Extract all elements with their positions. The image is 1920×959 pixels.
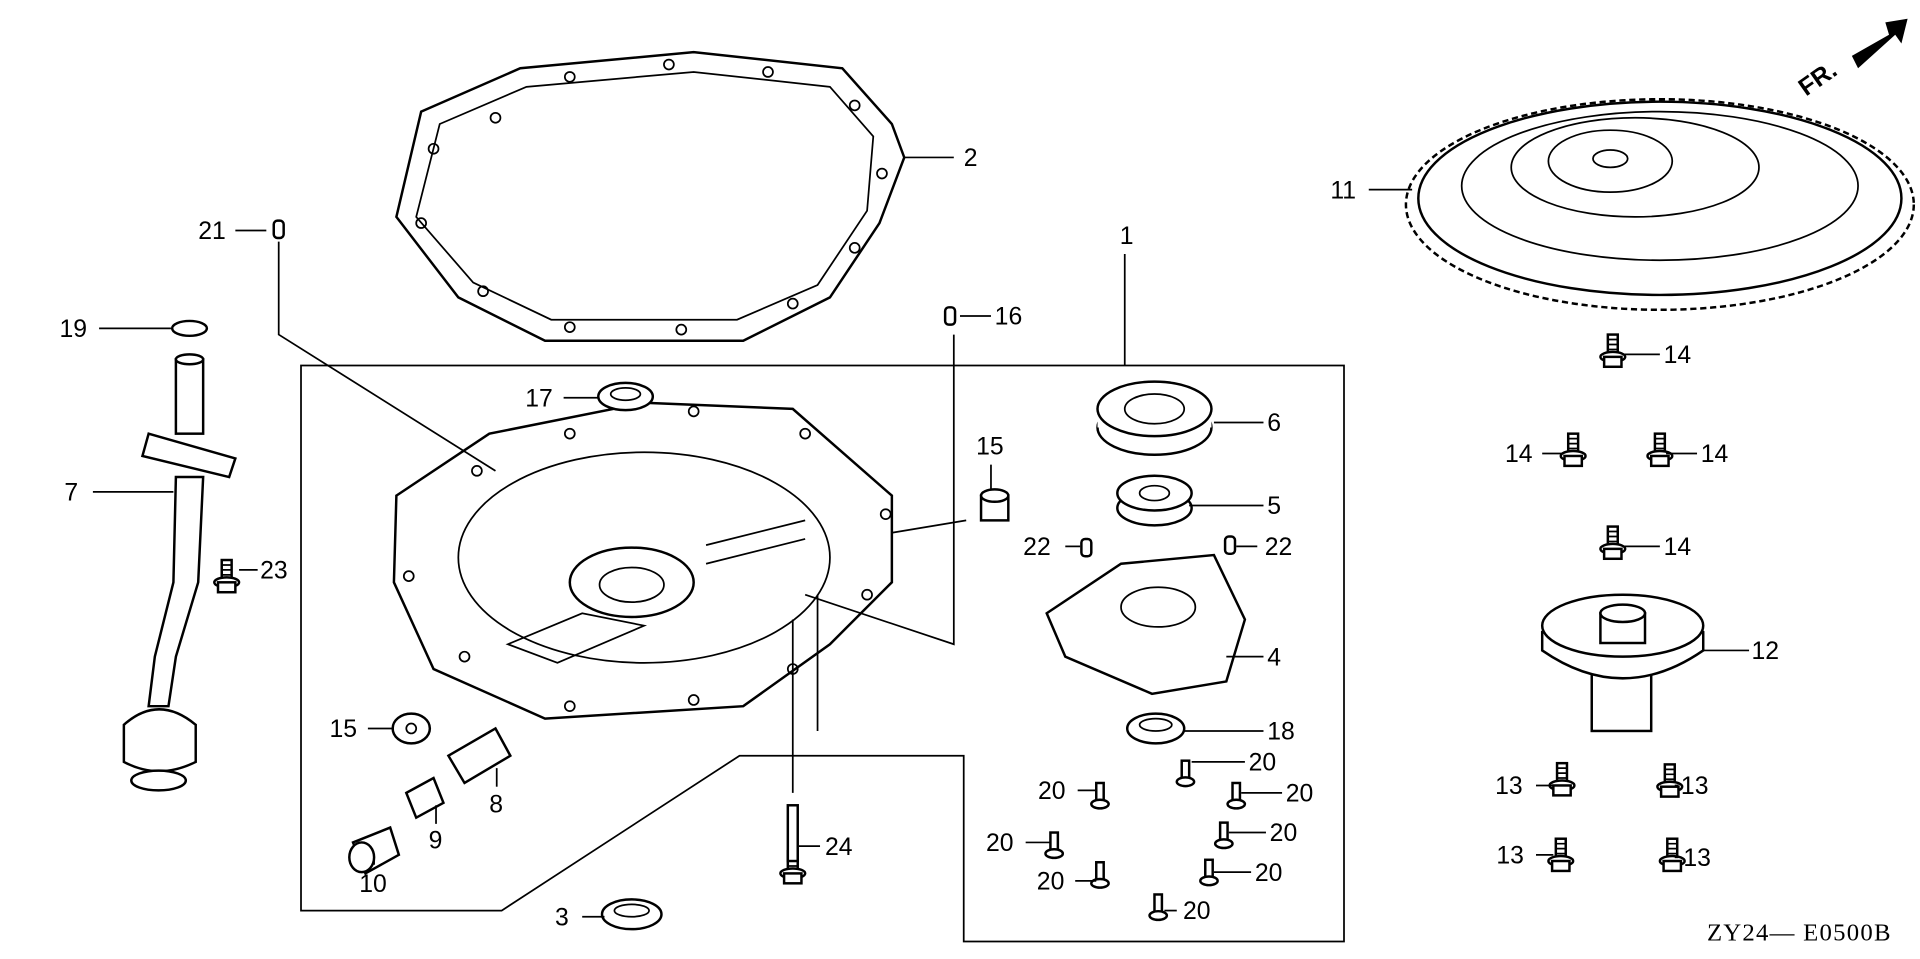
callout-1: 1: [1120, 223, 1134, 250]
inner-rotor: [1116, 474, 1193, 527]
callout-7: 7: [64, 480, 78, 507]
callout-14: 14: [1505, 441, 1533, 468]
callout-11: 11: [1330, 177, 1356, 204]
callout-20: 20: [1249, 750, 1277, 777]
callout-20: 20: [1255, 860, 1283, 887]
callout-16: 16: [995, 304, 1023, 331]
callout-24: 24: [825, 834, 853, 861]
callout-6: 6: [1267, 410, 1281, 437]
callout-14: 14: [1701, 441, 1729, 468]
flywheel: [1404, 97, 1916, 312]
callout-17: 17: [525, 385, 553, 412]
plug: [391, 712, 432, 745]
callout-3: 3: [555, 904, 569, 931]
callout-13: 13: [1496, 843, 1524, 870]
outer-rotor: [1096, 380, 1213, 456]
callouts: 1 2 3 4 5 6 7 8 9 10 11 12 13 13 13 13 1…: [59, 145, 1779, 931]
callout-15: 15: [976, 434, 1004, 461]
callout-20: 20: [986, 830, 1014, 857]
callout-5: 5: [1267, 493, 1281, 520]
dipstick-tube: [122, 353, 237, 792]
callout-12: 12: [1752, 638, 1780, 665]
drive-hub: [1540, 593, 1705, 733]
callout-20: 20: [1037, 869, 1065, 896]
o-ring: [170, 319, 209, 338]
callout-13: 13: [1681, 773, 1709, 800]
oil-seal: [597, 381, 655, 412]
callout-23: 23: [260, 558, 288, 585]
callout-20: 20: [1183, 898, 1211, 925]
oil-seal: [1125, 712, 1186, 745]
callout-20: 20: [1038, 778, 1066, 805]
callout-22: 22: [1265, 534, 1293, 561]
callout-21: 21: [198, 218, 226, 245]
diagram-code: ZY24— E0500B: [1707, 919, 1892, 946]
spring: [404, 776, 446, 820]
callout-20: 20: [1286, 781, 1314, 808]
callout-22: 22: [1023, 534, 1051, 561]
relief-valve: [446, 726, 513, 785]
callout-9: 9: [429, 828, 443, 855]
callout-19: 19: [59, 316, 87, 343]
callout-14: 14: [1664, 534, 1692, 561]
callout-18: 18: [1267, 719, 1295, 746]
pump-body: [1045, 553, 1247, 696]
callout-2: 2: [964, 145, 978, 172]
callout-8: 8: [489, 792, 503, 819]
front-label: FR.: [1794, 57, 1842, 102]
callout-13: 13: [1683, 845, 1711, 872]
callout-13: 13: [1495, 773, 1523, 800]
callout-10: 10: [359, 871, 387, 898]
callout-4: 4: [1267, 644, 1281, 671]
crankcase-cover: [392, 401, 894, 720]
assembly-box: [300, 364, 1345, 943]
front-direction-arrow: FR.: [1794, 18, 1908, 102]
callout-20: 20: [1270, 820, 1298, 847]
oil-seal: [600, 898, 663, 931]
sealing-bolt: [348, 825, 401, 876]
callout-15: 15: [329, 716, 357, 743]
leader-lines: [92, 156, 1750, 918]
plug: [979, 488, 1010, 522]
callout-14: 14: [1664, 342, 1692, 369]
gasket: [395, 50, 906, 343]
